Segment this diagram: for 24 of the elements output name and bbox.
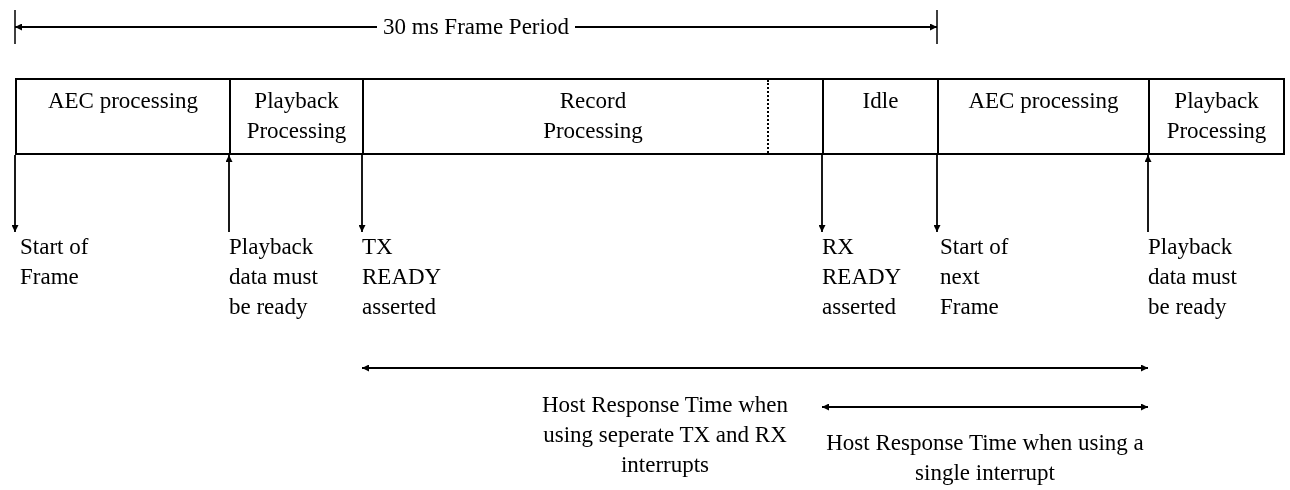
timeline-segment [362,78,824,155]
event-label: Playback data must be ready [229,232,341,322]
arrow [818,154,826,233]
arrow [11,154,19,233]
arrow [225,154,233,233]
segment-label: Playback Processing [1165,87,1268,145]
timeline-segment [822,78,939,155]
event-label: Start of Frame [20,232,90,292]
event-label: Playback data must be ready [1148,232,1260,322]
timeline-segment [15,78,231,155]
segment-label: AEC processing [968,87,1119,115]
arrow [933,154,941,233]
arrow [1144,154,1152,233]
timeline-segment [229,78,364,155]
event-label: TX READY asserted [362,232,442,322]
timeline-segment [1148,78,1285,155]
timeline-segment [937,78,1150,155]
segment-label: Playback Processing [245,87,348,145]
event-label: Start of next Frame [940,232,1035,322]
segment-label: AEC processing [47,87,199,115]
arrow [358,154,366,233]
event-label: RX READY asserted [822,232,906,322]
segment-label: Record Processing [542,87,644,145]
segment-label: Idle [862,87,899,115]
